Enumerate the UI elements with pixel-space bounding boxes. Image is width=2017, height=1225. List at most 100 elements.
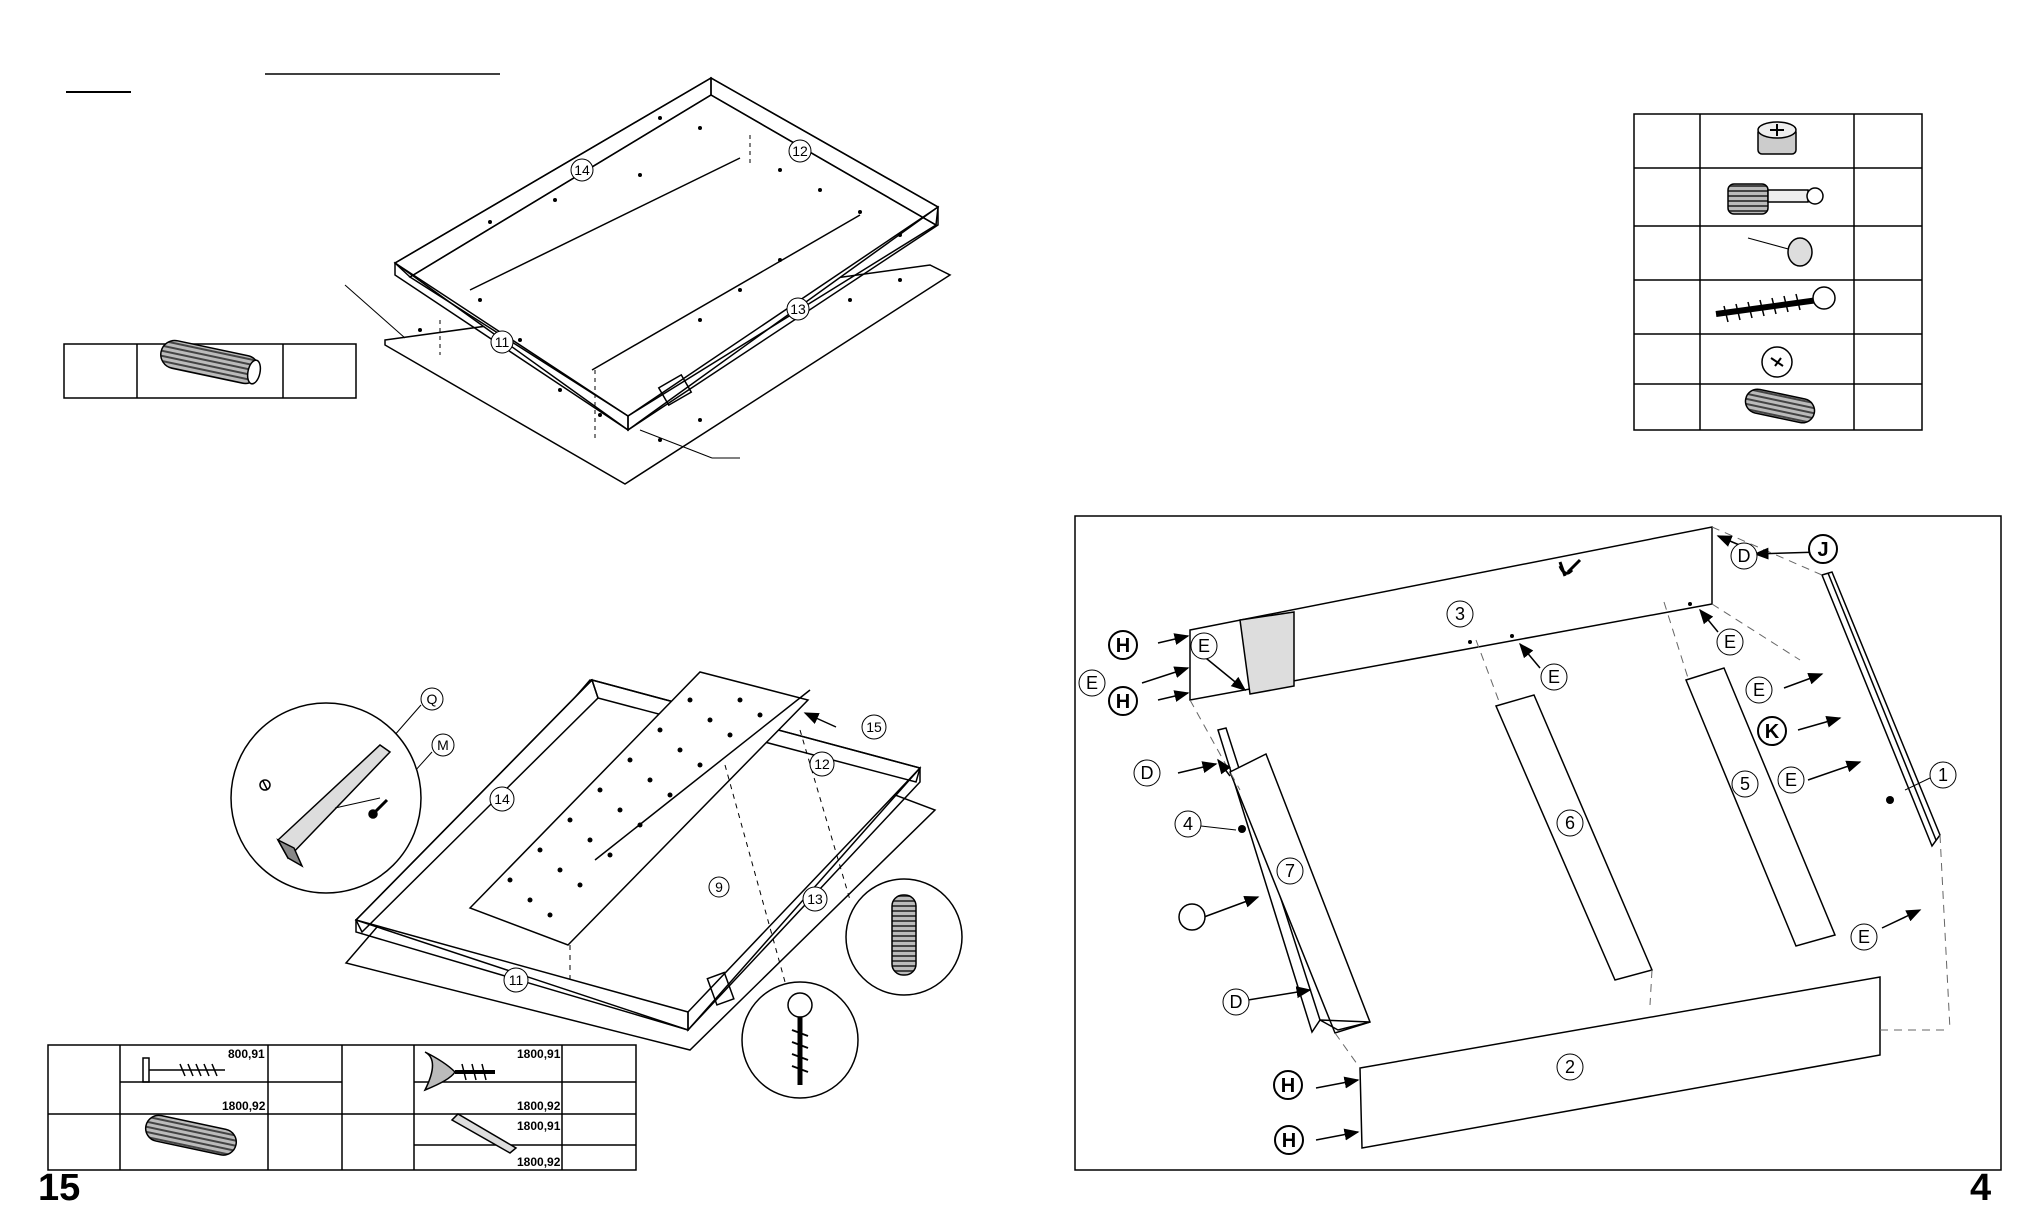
svg-text:13: 13 bbox=[807, 891, 823, 907]
svg-text:E: E bbox=[0, 0, 6, 4]
callout-15: 15 bbox=[862, 715, 886, 739]
cover-cap-icon bbox=[1762, 347, 1792, 377]
svg-text:2: 2 bbox=[1565, 1057, 1575, 1077]
callout-E3: E bbox=[1541, 664, 1567, 690]
svg-text:12: 12 bbox=[814, 756, 830, 772]
svg-text:J: J bbox=[1817, 539, 1828, 561]
svg-text:D: D bbox=[1738, 546, 1751, 566]
cam-dowel-icon bbox=[1728, 184, 1823, 214]
callout-H1: H bbox=[1109, 631, 1137, 659]
left-page: 14 12 13 11 bbox=[38, 74, 962, 1209]
dowel-detail-circle bbox=[846, 879, 962, 995]
code-1800-91: 1800,91 bbox=[517, 1047, 561, 1061]
callout-E2: E bbox=[1079, 670, 1105, 696]
callout-H2: H bbox=[1109, 687, 1137, 715]
svg-text:12: 12 bbox=[792, 143, 808, 159]
wood-dowel-icon bbox=[158, 338, 262, 386]
callout-E4: E bbox=[1717, 629, 1743, 655]
wood-dowel-icon bbox=[143, 1113, 238, 1158]
cam-lock-icon bbox=[1758, 122, 1796, 154]
part-4: 4 bbox=[1175, 811, 1201, 837]
part-1: 1 bbox=[1930, 762, 1956, 788]
callout-D1: D bbox=[1731, 543, 1757, 569]
svg-text:E: E bbox=[1086, 673, 1098, 693]
callout-9: 9 bbox=[709, 877, 729, 897]
svg-text:3: 3 bbox=[1455, 604, 1465, 624]
svg-text:D: D bbox=[1141, 763, 1154, 783]
right-page: 3 6 5 7 2 1 4 H H H H J K D E E E E E E bbox=[0, 0, 2001, 1209]
callout-14b: 14 bbox=[490, 787, 514, 811]
svg-text:E: E bbox=[1753, 680, 1765, 700]
callout-Q: Q bbox=[421, 688, 443, 710]
svg-text:5: 5 bbox=[1740, 774, 1750, 794]
svg-text:9: 9 bbox=[715, 879, 723, 895]
callout-13b: 13 bbox=[803, 887, 827, 911]
screw-detail-circle bbox=[742, 982, 858, 1098]
dowel-hardware-box bbox=[64, 338, 356, 398]
callout-E5: E bbox=[1746, 677, 1772, 703]
nail-icon bbox=[1748, 238, 1812, 266]
screw-icon bbox=[425, 1052, 495, 1090]
callout-H3: H bbox=[1274, 1071, 1302, 1099]
callout-12: 12 bbox=[789, 140, 811, 162]
callout-D3: D bbox=[1223, 989, 1249, 1015]
callout-D2: D bbox=[1134, 760, 1160, 786]
svg-text:K: K bbox=[1765, 721, 1780, 743]
part-2: 2 bbox=[1557, 1054, 1583, 1080]
hardware-key-table bbox=[1634, 114, 1922, 430]
callout-J: J bbox=[1809, 535, 1837, 563]
part-3: 3 bbox=[1447, 601, 1473, 627]
callout-11: 11 bbox=[491, 331, 513, 353]
callout-13: 13 bbox=[787, 298, 809, 320]
drawer-bottom-diagram bbox=[346, 672, 935, 1050]
callout-E8: E bbox=[0, 0, 6, 4]
callout-12b: 12 bbox=[810, 752, 834, 776]
svg-text:14: 14 bbox=[574, 162, 590, 178]
svg-text:4: 4 bbox=[1183, 814, 1193, 834]
callout-14: 14 bbox=[571, 159, 593, 181]
bracket-detail-circle bbox=[231, 703, 421, 893]
code-1800-91b: 1800,91 bbox=[517, 1119, 561, 1133]
svg-text:E: E bbox=[1785, 770, 1797, 790]
drawer-top-diagram bbox=[345, 78, 950, 484]
bracket-icon bbox=[452, 1114, 516, 1153]
svg-text:14: 14 bbox=[494, 791, 510, 807]
svg-text:Q: Q bbox=[427, 691, 438, 707]
bolt-icon bbox=[143, 1058, 225, 1082]
wood-dowel-key-icon bbox=[1743, 387, 1816, 425]
part-5: 5 bbox=[1732, 771, 1758, 797]
callout-K: K bbox=[1758, 717, 1786, 745]
svg-text:E: E bbox=[1858, 927, 1870, 947]
code-800-91: 800,91 bbox=[228, 1047, 265, 1061]
right-page-number: 4 bbox=[1970, 1167, 1991, 1209]
callout-E7: E bbox=[1851, 924, 1877, 950]
svg-text:6: 6 bbox=[1565, 813, 1575, 833]
screw-key-icon bbox=[1716, 287, 1835, 322]
svg-text:15: 15 bbox=[866, 719, 882, 735]
svg-text:H: H bbox=[1282, 1130, 1296, 1152]
callout-H4: H bbox=[1275, 1126, 1303, 1154]
svg-text:H: H bbox=[1116, 691, 1130, 713]
code-1800-92c: 1800,92 bbox=[517, 1155, 561, 1169]
callout-M: M bbox=[432, 734, 454, 756]
code-1800-92: 1800,92 bbox=[222, 1099, 266, 1113]
svg-text:1: 1 bbox=[1938, 765, 1948, 785]
svg-text:M: M bbox=[437, 737, 449, 753]
svg-text:11: 11 bbox=[509, 972, 524, 988]
svg-text:H: H bbox=[1116, 635, 1130, 657]
part-7: 7 bbox=[1277, 858, 1303, 884]
svg-text:D: D bbox=[1230, 992, 1243, 1012]
callout-E6: E bbox=[1778, 767, 1804, 793]
svg-text:E: E bbox=[1724, 632, 1736, 652]
part-6: 6 bbox=[1557, 810, 1583, 836]
svg-text:H: H bbox=[1281, 1075, 1295, 1097]
svg-text:E: E bbox=[1198, 636, 1210, 656]
svg-text:11: 11 bbox=[495, 334, 510, 350]
svg-text:13: 13 bbox=[790, 301, 806, 317]
callout-E1: E bbox=[1191, 633, 1217, 659]
svg-text:E: E bbox=[1548, 667, 1560, 687]
svg-text:7: 7 bbox=[1285, 861, 1295, 881]
left-page-number: 15 bbox=[38, 1167, 80, 1209]
blank-callout bbox=[1179, 904, 1205, 930]
